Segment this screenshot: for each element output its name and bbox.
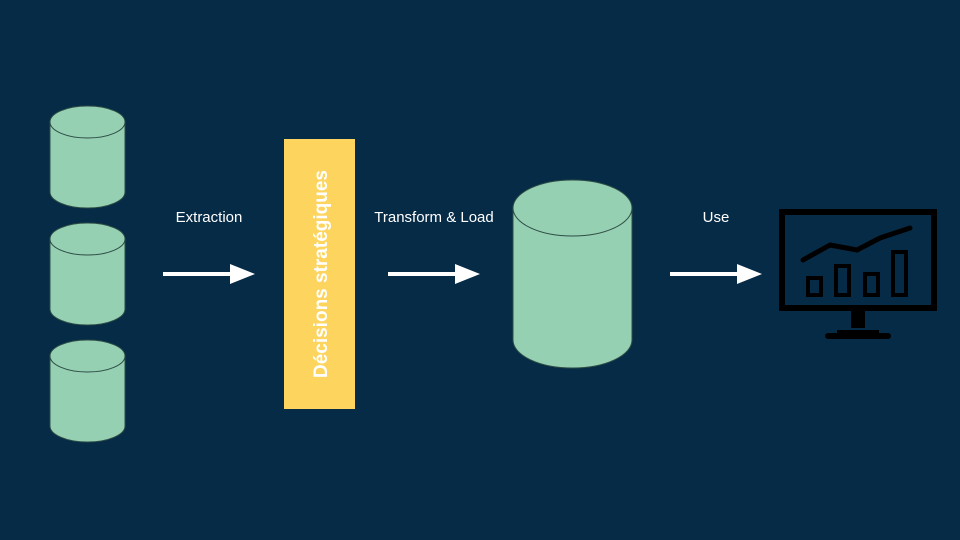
arrow-right-icon [163,264,255,284]
transform-load-label: Transform & Load [374,209,494,226]
database-icon [512,179,633,369]
decision-band-label: Décisions stratégiques [311,170,332,378]
arrow-right-icon [388,264,480,284]
database-icon [49,222,126,326]
database-icon [49,339,126,443]
source-databases [49,105,126,443]
database-icon [49,105,126,209]
extraction-label: Extraction [176,209,243,226]
arrow-right-icon [670,264,762,284]
use-label: Use [703,209,730,226]
monitor-chart-icon [779,209,937,339]
decision-band: Décisions stratégiques [284,139,355,409]
